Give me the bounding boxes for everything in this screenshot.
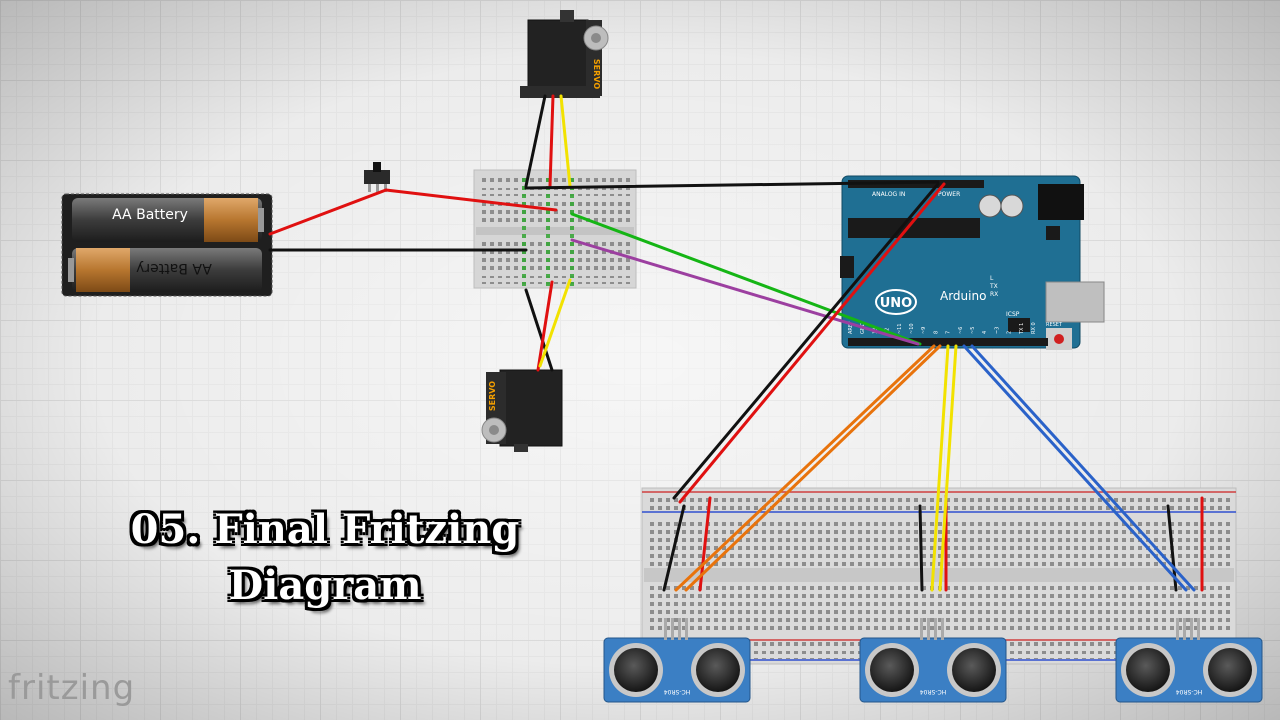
arduino-rx-label: RX (990, 291, 998, 298)
arduino-logo: UNO (880, 296, 913, 311)
wire-red-battery-switch (268, 188, 388, 236)
servo-bottom[interactable]: SERVO (481, 369, 563, 452)
arduino-icsp-label: ICSP (1006, 311, 1020, 318)
wire-black-rail-1 (662, 504, 686, 592)
fritzing-watermark: fritzing (8, 668, 136, 708)
wires (268, 94, 1204, 592)
wire-red-switch-breadboard (384, 188, 558, 212)
ultrasonic-sensors: HC-SR04 HC-SR04 HC-SR04 (603, 618, 1263, 703)
arduino-pin-label: AREF (848, 321, 854, 334)
ultrasonic-sensor-1[interactable]: HC-SR04 (603, 618, 751, 703)
arduino-pin-label: RX 0 (1031, 322, 1037, 334)
arduino-pin-label: ~9 (921, 327, 927, 334)
slide-switch[interactable] (364, 162, 390, 192)
servo-bottom-label: SERVO (488, 381, 497, 411)
arduino-pin-label: ~3 (994, 327, 1000, 334)
wire-yellow-1 (930, 344, 950, 592)
arduino-brand: Arduino (940, 289, 986, 303)
arduino-analog-label: ANALOG IN (872, 191, 905, 198)
arduino-pin-label: 4 (982, 331, 988, 334)
wire-green-signal (570, 212, 922, 346)
wire-yellow-servo-top (559, 94, 572, 188)
arduino-uno[interactable]: UNO Arduino ANALOG IN POWER TX RX L ICSP… (840, 175, 1105, 350)
wire-yellow-2 (938, 344, 958, 592)
wire-red-5v-large (678, 182, 946, 504)
battery-cell-2: AA Battery (68, 248, 262, 292)
title-line-2: Diagram (228, 562, 422, 609)
wire-orange-2 (684, 344, 942, 592)
wire-black-rail-2 (918, 504, 924, 592)
arduino-pin-label: ~11 (897, 323, 903, 334)
arduino-tx-label: TX (989, 283, 998, 290)
ultrasonic-sensor-3[interactable]: HC-SR04 (1115, 618, 1263, 703)
arduino-reset-label: RESET (1046, 322, 1063, 328)
wire-orange-1 (674, 344, 936, 592)
arduino-pin-label: 7 (946, 331, 952, 334)
wire-blue-1 (962, 344, 1188, 592)
battery-cell-1: AA Battery (72, 198, 264, 242)
arduino-pin-label: TX 1 (1019, 323, 1025, 335)
wire-blue-2 (970, 344, 1196, 592)
wire-red-servo-top (548, 94, 555, 188)
arduino-power-label: POWER (938, 191, 960, 198)
wire-black-gnd (524, 180, 940, 190)
sensor-label: HC-SR04 (920, 688, 947, 695)
wire-black-servo-bottom (524, 288, 554, 372)
battery-cell-2-label: AA Battery (136, 260, 212, 276)
arduino-pin-label: ~6 (958, 327, 964, 334)
servo-top[interactable]: SERVO (520, 10, 609, 98)
sensor-label: HC-SR04 (664, 688, 691, 695)
arduino-pin-label: 8 (933, 331, 939, 334)
wire-yellow-servo-bottom (538, 278, 572, 368)
title-line-1: 05. Final Fritzing (130, 506, 520, 553)
arduino-pin-label: 2 (1007, 331, 1013, 334)
arduino-pin-label: ~5 (970, 327, 976, 334)
wire-purple-signal (570, 238, 920, 346)
sensor-label: HC-SR04 (1176, 688, 1203, 695)
ultrasonic-sensor-2[interactable]: HC-SR04 (859, 618, 1007, 703)
wire-red-servo-bottom (536, 280, 554, 372)
servo-top-label: SERVO (592, 59, 601, 89)
arduino-pin-label: ~10 (909, 323, 915, 334)
wire-black-servo-top (524, 94, 547, 188)
wire-black-gnd-large (672, 182, 940, 500)
battery-cell-1-label: AA Battery (112, 207, 188, 223)
arduino-l-label: L (990, 275, 994, 282)
battery-pack[interactable]: AA Battery AA Battery (61, 193, 273, 297)
